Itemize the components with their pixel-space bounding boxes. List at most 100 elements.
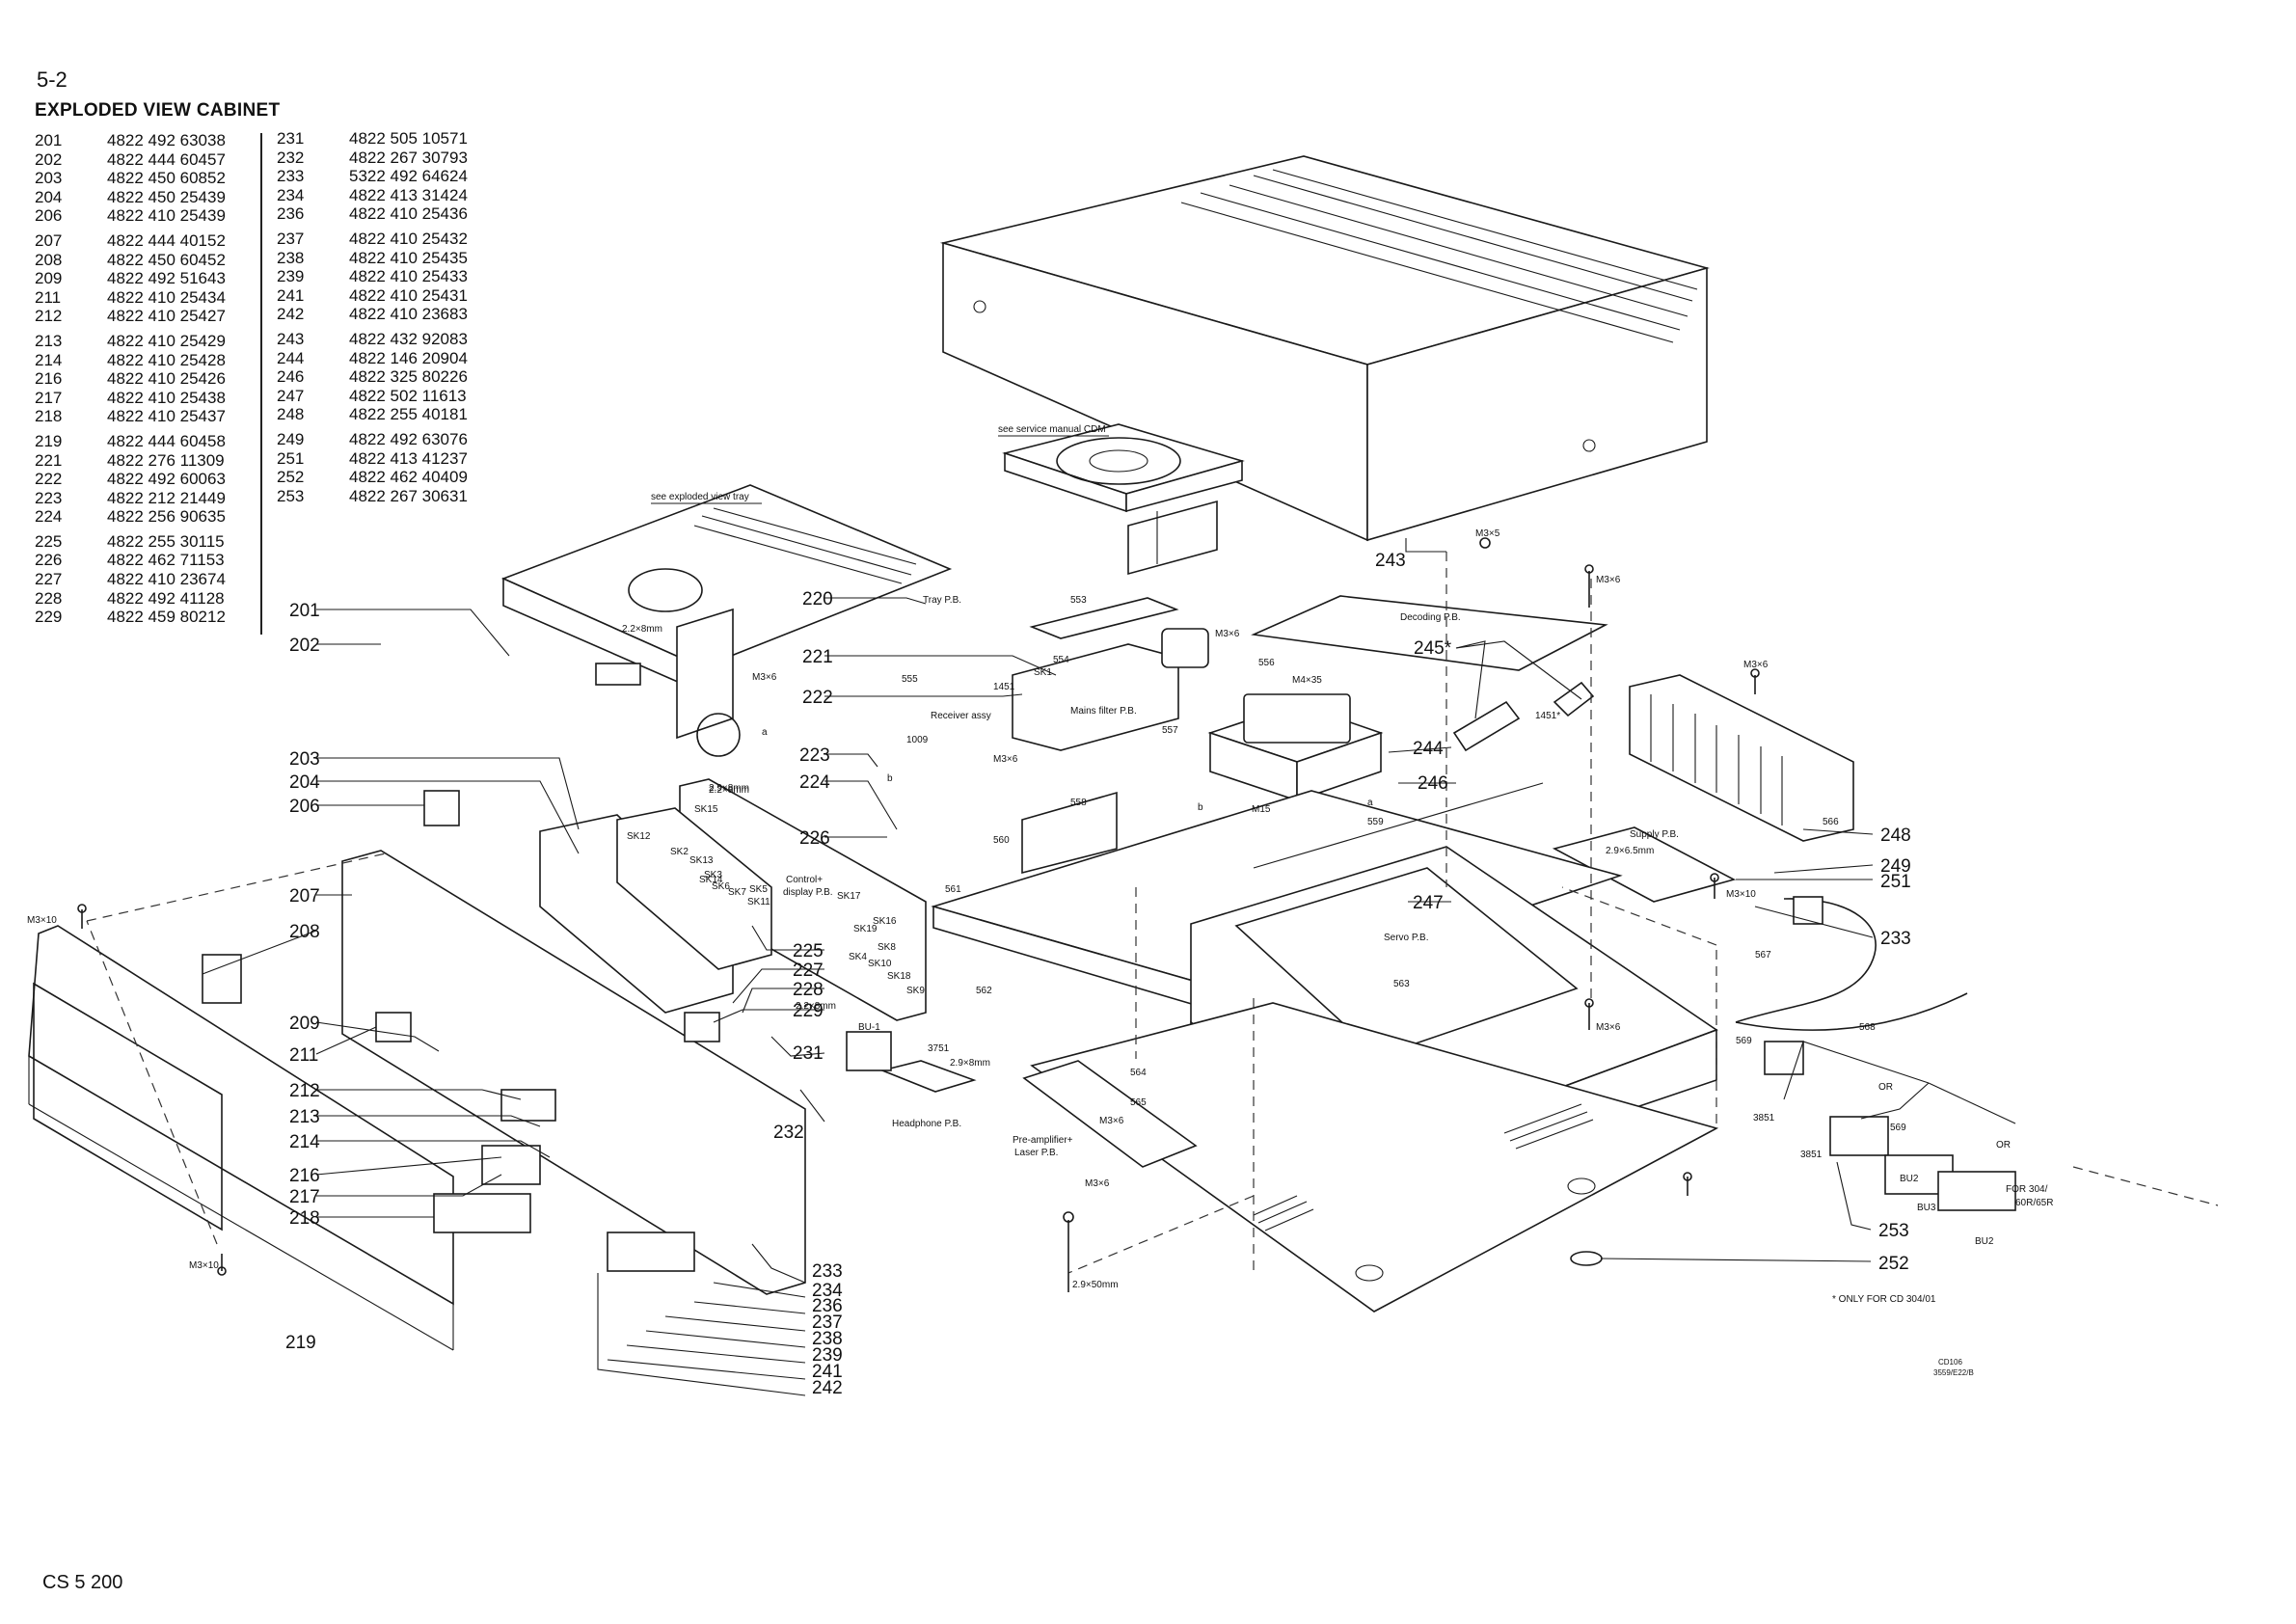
part-code: 4822 410 25437: [107, 407, 226, 426]
part-number: 211: [35, 287, 62, 307]
label-m3x6-a: M3×6: [1596, 575, 1621, 585]
label-bu2b: BU2: [1975, 1236, 1994, 1247]
part-number: 242: [277, 305, 305, 324]
label-for-304-1: FOR 304/: [2006, 1184, 2048, 1195]
label-1009: 1009: [906, 735, 929, 745]
top-cover: [939, 155, 1710, 542]
part-number: 221: [35, 450, 63, 470]
callout-209: 209: [289, 1014, 320, 1034]
callout-236: 236: [812, 1296, 843, 1316]
part-code: 4822 444 60458: [107, 431, 226, 450]
label-screw-2950: 2.9×50mm: [1072, 1280, 1119, 1290]
part-code: 4822 444 60457: [107, 149, 226, 169]
label-sk7: SK7: [728, 887, 746, 898]
parts-row: 241 4822 410 25431: [277, 286, 468, 306]
label-564: 564: [1130, 1068, 1147, 1078]
callout-217: 217: [289, 1187, 320, 1207]
callout-246: 246: [1418, 773, 1448, 794]
callout-numbers: 201 202 203 204 206 207 208 209 211 212 …: [285, 551, 1911, 1398]
label-553: 553: [1070, 595, 1087, 606]
part-number: 226: [35, 551, 63, 570]
label-sk8: SK8: [878, 942, 896, 953]
label-557: 557: [1162, 725, 1178, 736]
part-code: 4822 410 25426: [107, 369, 226, 389]
callout-206: 206: [289, 797, 320, 817]
callout-leaders: [202, 538, 2016, 1396]
callout-204: 204: [289, 772, 320, 793]
callout-237: 237: [812, 1313, 843, 1333]
part-number: 229: [35, 608, 63, 627]
part-labels: see service manual CDM see exploded view…: [27, 424, 2053, 1377]
callout-218: 218: [289, 1208, 320, 1229]
button-keys: [375, 790, 720, 1272]
label-m3x6-b: M3×6: [1743, 660, 1769, 670]
part-code: 4822 276 11309: [107, 450, 225, 470]
callout-201: 201: [289, 601, 320, 621]
part-number: 201: [35, 131, 63, 149]
part-code: 5322 492 64624: [349, 167, 468, 186]
label-sk18: SK18: [887, 971, 911, 982]
label-558: 558: [1070, 798, 1087, 808]
callout-239: 239: [812, 1345, 843, 1366]
label-sk14: SK14: [699, 875, 723, 885]
label-sk1: SK1: [1034, 667, 1052, 678]
part-number: 219: [35, 431, 63, 450]
label-for-304-2: 60R/65R: [2015, 1198, 2053, 1208]
parts-row: 219 4822 444 60458: [35, 432, 226, 451]
callout-225: 225: [793, 941, 824, 961]
label-doc-code-2: 3559/E22/B: [1933, 1368, 1974, 1377]
part-number: 228: [35, 588, 63, 608]
label-sk10: SK10: [868, 959, 892, 969]
cd-mechanism: [1002, 423, 1245, 576]
callout-233: 233: [812, 1261, 843, 1282]
callout-242: 242: [812, 1378, 843, 1398]
part-code: 4822 413 31424: [349, 185, 468, 204]
decoding-pcb: [1251, 595, 1608, 671]
callout-243: 243: [1375, 551, 1406, 571]
label-bu1: BU-1: [858, 1022, 880, 1033]
label-3751: 3751: [928, 1043, 950, 1054]
heatsink: [1629, 674, 1854, 842]
part-code: 4822 450 60452: [107, 250, 226, 269]
part-number: 241: [277, 285, 305, 305]
part-code: 4822 410 25431: [349, 285, 468, 305]
part-code: 4822 413 41237: [349, 448, 468, 468]
callout-249: 249: [1880, 856, 1911, 877]
tray-assembly: [500, 484, 953, 757]
label-sk12: SK12: [627, 831, 651, 842]
label-563: 563: [1393, 979, 1410, 989]
label-sk2: SK2: [670, 847, 689, 857]
part-code: 4822 410 23683: [349, 305, 468, 324]
part-number: 216: [35, 369, 63, 389]
label-sk19: SK19: [853, 924, 878, 934]
part-code: 4822 505 10571: [349, 129, 468, 148]
label-mains-filter-pb: Mains filter P.B.: [1070, 706, 1137, 717]
callout-222: 222: [802, 688, 833, 708]
part-code: 4822 450 60852: [107, 169, 226, 188]
part-number: 247: [277, 386, 305, 405]
label-554: 554: [1053, 655, 1069, 665]
part-code: 4822 410 25432: [349, 229, 468, 248]
part-code: 4822 255 40181: [349, 405, 468, 424]
part-number: 202: [35, 149, 63, 169]
label-565: 565: [1130, 1097, 1147, 1108]
part-code: 4822 502 11613: [349, 386, 467, 405]
part-number: 209: [35, 269, 63, 288]
label-screw-29-a: 2.9×8mm: [709, 783, 749, 794]
label-sk13: SK13: [689, 855, 714, 866]
label-566: 566: [1823, 817, 1839, 827]
